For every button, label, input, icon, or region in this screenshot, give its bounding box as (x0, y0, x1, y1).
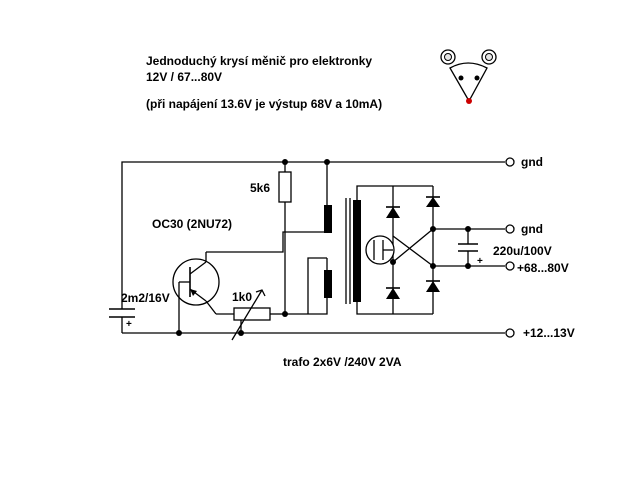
voltage-range: 12V / 67...80V (146, 70, 222, 84)
diagram-title: Jednoduchý krysí měnič pro elektronky (146, 54, 372, 68)
supply-terminal (505, 328, 515, 338)
supply-rail-bottom (122, 330, 505, 336)
supply-label: +12...13V (523, 326, 575, 340)
cap-out-label: 220u/100V (493, 244, 552, 258)
transformer-label: trafo 2x6V /240V 2VA (283, 355, 402, 369)
potentiometer-1k0 (231, 289, 285, 341)
capacitor-220u (458, 229, 478, 266)
capacitor-2m2 (109, 294, 135, 333)
mouse-logo-icon (440, 49, 497, 104)
cap-out-plus: + (477, 256, 483, 267)
gnd-label-top: gnd (521, 155, 543, 169)
vacuum-tube-icon (365, 235, 395, 265)
gnd-terminal-out (505, 224, 515, 234)
cap-in-plus: + (126, 319, 132, 330)
transformer (285, 162, 433, 315)
bridge-rectifier (386, 186, 440, 314)
cap-in-label: 2m2/16V (121, 291, 170, 305)
hv-output-label: +68...80V (517, 261, 569, 275)
transistor-oc30 (172, 252, 220, 333)
resistor-label: 5k6 (250, 181, 270, 195)
resistor-5k6 (278, 162, 292, 317)
gnd-label-out: gnd (521, 222, 543, 236)
wiring-transistor (206, 231, 327, 315)
gnd-terminal-top (505, 157, 515, 167)
pot-label: 1k0 (232, 290, 252, 304)
hv-terminal (505, 261, 515, 271)
measurement-note: (při napájení 13.6V je výstup 68V a 10mA… (146, 97, 382, 111)
transistor-label: OC30 (2NU72) (152, 217, 232, 231)
